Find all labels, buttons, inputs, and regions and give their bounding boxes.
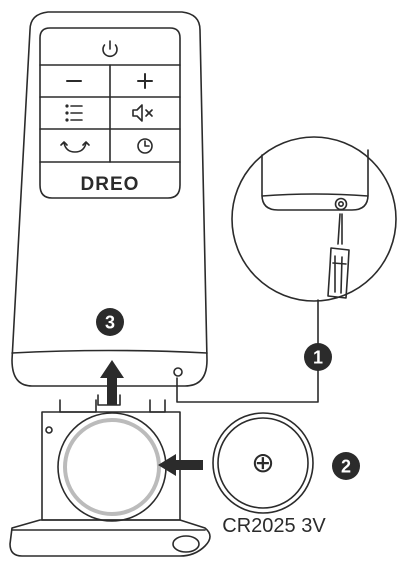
battery-coin [212, 412, 314, 514]
svg-text:3: 3 [105, 313, 115, 333]
battery-tray [9, 394, 211, 557]
zoom-callout [176, 136, 397, 403]
keypad-panel [39, 27, 181, 199]
power-icon[interactable] [102, 40, 118, 58]
release-slot-icon [173, 367, 183, 377]
timer-icon[interactable] [137, 138, 153, 154]
left-arrow-icon [158, 454, 203, 476]
step-badge-2: 2 [332, 452, 360, 480]
plus-icon[interactable] [137, 73, 153, 89]
remote-body [11, 11, 208, 387]
step-badge-3: 3 [96, 308, 124, 336]
up-arrow-icon [100, 360, 124, 405]
battery-caption: CR2025 3V [222, 515, 326, 537]
oscillate-icon[interactable] [60, 141, 90, 153]
step-badge-1: 1 [304, 343, 332, 371]
mute-icon[interactable] [132, 104, 153, 122]
screwdriver-icon [327, 213, 350, 299]
battery-plus-icon: ⊕ [251, 446, 274, 479]
brand-logo: DREO [81, 174, 140, 195]
list-icon[interactable] [65, 104, 83, 122]
svg-text:1: 1 [313, 348, 323, 368]
svg-text:2: 2 [341, 457, 351, 477]
